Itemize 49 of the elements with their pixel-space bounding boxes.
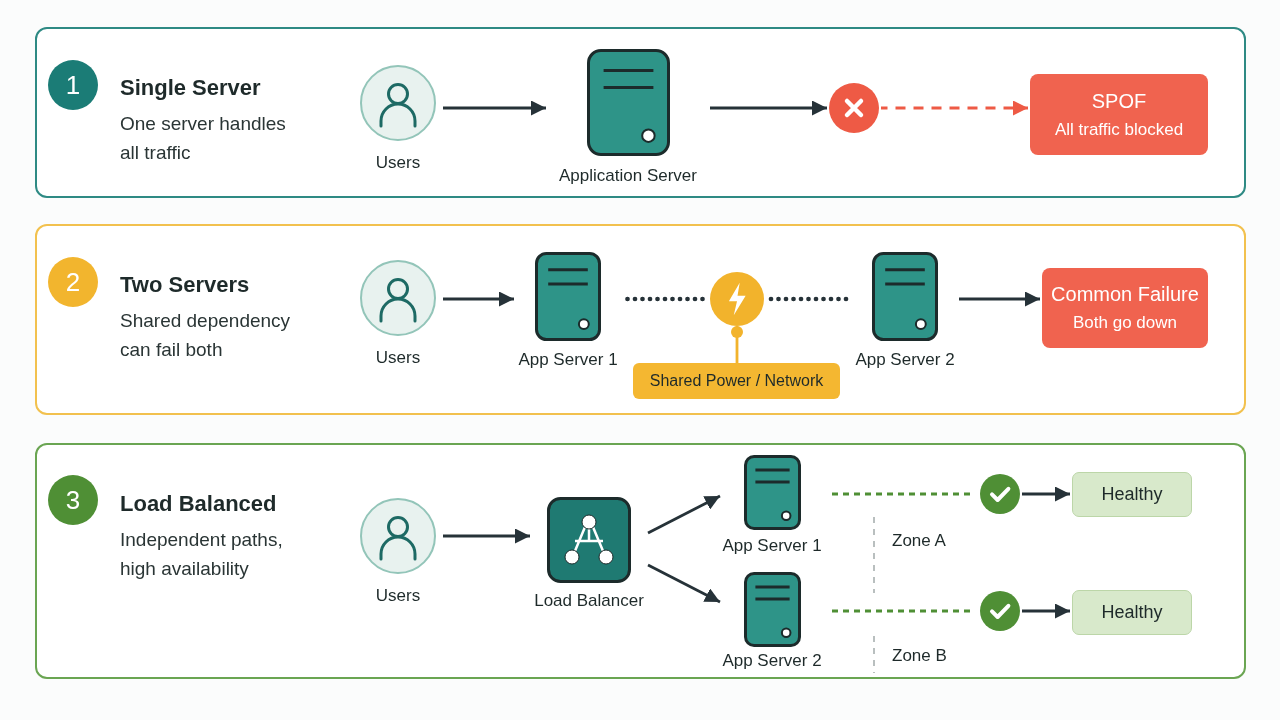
section-heading: Two Servers: [120, 272, 250, 298]
health-status: Healthy: [1072, 472, 1192, 517]
section-heading: Load Balanced: [120, 491, 277, 517]
check-icon: [980, 591, 1020, 631]
section-panel: [35, 27, 1246, 198]
section-panel: [35, 443, 1246, 679]
node-label: App Server 2: [722, 651, 822, 671]
zone-label: Zone A: [892, 531, 946, 551]
zone-label: Zone B: [892, 646, 947, 666]
node-label: App Server 2: [855, 350, 955, 370]
dashed-arrow: [881, 100, 1028, 116]
step-number: 3: [48, 475, 98, 525]
arrow: [1022, 603, 1070, 619]
alert-detail: Both go down: [1073, 312, 1177, 334]
section-heading: Single Server: [120, 75, 261, 101]
section-description: Shared dependency can fail both: [120, 309, 292, 362]
arrow: [443, 528, 530, 544]
check-icon: [980, 474, 1020, 514]
dependency-label: Shared Power / Network: [633, 363, 840, 399]
section-description: One server handles all traffic: [120, 112, 287, 165]
alert-box: [1042, 268, 1208, 348]
node-label: Load Balancer: [534, 591, 644, 611]
arrow: [443, 291, 514, 307]
arrow: [959, 291, 1040, 307]
dotted-connector: [767, 296, 850, 302]
node-label: Users: [375, 153, 421, 173]
dot-connector: [731, 326, 743, 363]
node-label: App Server 1: [722, 536, 822, 556]
section-description: Independent paths, high availability: [120, 528, 284, 581]
step-number: 1: [48, 60, 98, 110]
arrow: [1022, 486, 1070, 502]
lightning-icon: [710, 272, 764, 326]
node-label: Application Server: [559, 166, 697, 186]
alert-box: [1030, 74, 1208, 155]
health-status: Healthy: [1072, 590, 1192, 635]
alert-title: SPOF: [1091, 88, 1147, 114]
node-label: Users: [375, 348, 421, 368]
error-icon: [829, 83, 879, 133]
section-panel: [35, 224, 1246, 415]
alert-title: Common Failure: [1051, 282, 1199, 307]
step-number: 2: [48, 257, 98, 307]
arrow: [647, 494, 721, 535]
arrow: [443, 100, 546, 116]
dotted-connector: [623, 296, 707, 302]
arrow: [710, 100, 827, 116]
alert-detail: All traffic blocked: [1054, 118, 1184, 141]
arrow: [647, 563, 721, 604]
node-label: App Server 1: [518, 350, 618, 370]
node-label: Users: [375, 586, 421, 606]
